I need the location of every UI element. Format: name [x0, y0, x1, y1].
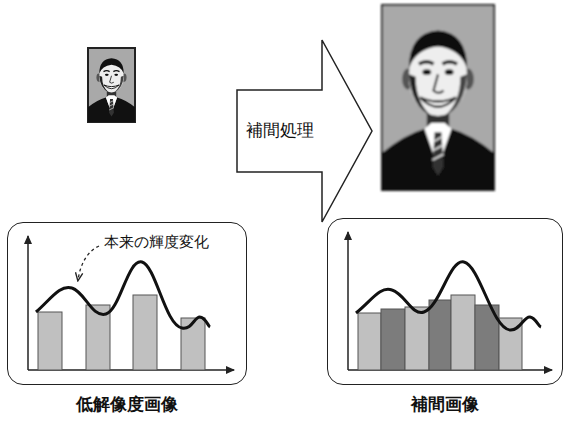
arrow-shape [237, 40, 372, 222]
low-res-chart [28, 236, 234, 370]
callout-label: 本来の輝度変化 [104, 233, 209, 251]
process-arrow: 補間処理 [236, 38, 374, 224]
interpolated-chart [348, 232, 552, 370]
panel-caption: 補間画像 [411, 395, 479, 415]
arrow-label: 補間処理 [246, 121, 314, 141]
caption-area: 低解像度画像 [0, 395, 276, 415]
portrait-large [382, 5, 494, 190]
caption-area: 補間画像 [298, 395, 568, 415]
portrait-small [88, 48, 135, 122]
panel-caption: 低解像度画像 [76, 395, 178, 415]
chart-panel: 補間画像 [327, 218, 563, 385]
arrow-text-area: 補間処理 [238, 91, 321, 171]
